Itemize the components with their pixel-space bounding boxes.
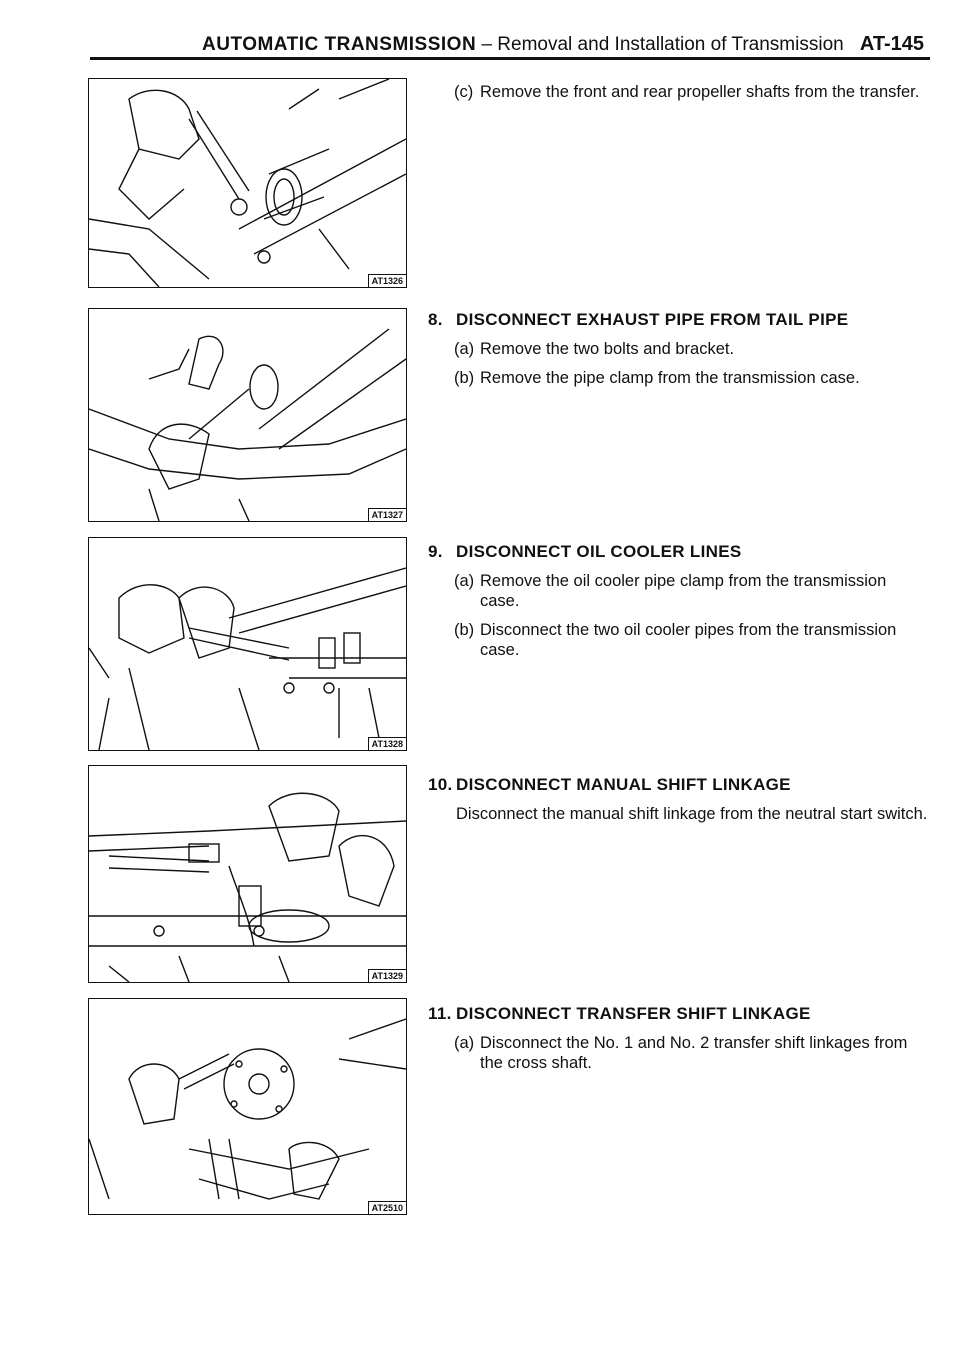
figure-propeller-shaft: AT1326 <box>88 78 407 288</box>
step-heading: 9. DISCONNECT OIL COOLER LINES <box>428 542 928 562</box>
step-9a: (a) Remove the oil cooler pipe clamp fro… <box>428 571 928 611</box>
step-heading: 8. DISCONNECT EXHAUST PIPE FROM TAIL PIPE <box>428 310 928 330</box>
figure-transfer-shift-linkage: AT2510 <box>88 998 407 1215</box>
figure-exhaust-bracket: AT1327 <box>88 308 407 522</box>
figure-manual-shift-linkage: AT1329 <box>88 765 407 983</box>
sub-label: (a) <box>454 1034 475 1052</box>
sub-label: (b) <box>454 621 475 639</box>
figure-code: AT1329 <box>367 969 406 982</box>
sub-label: (a) <box>454 572 475 590</box>
step-9b: (b) Disconnect the two oil cooler pipes … <box>428 620 928 660</box>
sub-text: Disconnect the two oil cooler pipes from… <box>480 621 897 659</box>
transfer-shift-linkage-illustration <box>89 1018 406 1200</box>
section-title: AUTOMATIC TRANSMISSION – Removal and Ins… <box>202 34 844 56</box>
step-number: 8. <box>428 310 443 329</box>
sub-label: (a) <box>454 340 475 358</box>
step-c: (c) Remove the front and rear propeller … <box>428 82 928 102</box>
step-heading: 11.DISCONNECT TRANSFER SHIFT LINKAGE <box>428 1004 928 1024</box>
step-11a: (a) Disconnect the No. 1 and No. 2 trans… <box>428 1033 928 1073</box>
step-10: 10.DISCONNECT MANUAL SHIFT LINKAGE Disco… <box>428 775 928 824</box>
step-heading: 10.DISCONNECT MANUAL SHIFT LINKAGE <box>428 775 928 795</box>
step-title: DISCONNECT OIL COOLER LINES <box>456 542 742 561</box>
step-c-item: (c) Remove the front and rear propeller … <box>428 82 928 102</box>
figure-code: AT1327 <box>367 508 406 521</box>
section-title-main: AUTOMATIC TRANSMISSION <box>202 34 477 55</box>
page-number: AT-145 <box>859 33 924 55</box>
step-9: 9. DISCONNECT OIL COOLER LINES (a) Remove… <box>428 542 928 660</box>
step-8a: (a) Remove the two bolts and bracket. <box>428 339 928 359</box>
step-number: 10. <box>428 775 453 794</box>
wrench-on-propeller-shaft-illustration <box>89 79 406 287</box>
step-10-text: Disconnect the manual shift linkage from… <box>456 805 928 823</box>
figure-code: AT2510 <box>367 1201 406 1214</box>
sub-text: Disconnect the No. 1 and No. 2 transfer … <box>480 1034 908 1072</box>
figure-code: AT1328 <box>367 737 406 750</box>
figure-oil-cooler-lines: AT1328 <box>88 537 407 751</box>
figure-code: AT1326 <box>367 274 406 287</box>
sub-text: Remove the two bolts and bracket. <box>480 340 735 358</box>
page-header: AUTOMATIC TRANSMISSION – Removal and Ins… <box>90 30 930 60</box>
header-rule <box>90 57 930 60</box>
sub-text: Remove the front and rear propeller shaf… <box>480 83 920 101</box>
shift-linkage-illustration <box>89 792 406 982</box>
exhaust-bracket-illustration <box>89 328 406 521</box>
sub-text: Remove the pipe clamp from the transmiss… <box>480 369 860 387</box>
section-title-sub: – Removal and Installation of Transmissi… <box>476 34 844 55</box>
step-number: 9. <box>428 542 443 561</box>
sub-label: (b) <box>454 369 475 387</box>
step-8b: (b) Remove the pipe clamp from the trans… <box>428 368 928 388</box>
step-8: 8. DISCONNECT EXHAUST PIPE FROM TAIL PIPE… <box>428 310 928 388</box>
step-title: DISCONNECT MANUAL SHIFT LINKAGE <box>456 775 791 794</box>
sub-text: Remove the oil cooler pipe clamp from th… <box>480 572 887 610</box>
step-11: 11.DISCONNECT TRANSFER SHIFT LINKAGE (a)… <box>428 1004 928 1073</box>
step-title: DISCONNECT TRANSFER SHIFT LINKAGE <box>456 1004 811 1023</box>
oil-cooler-line-wrench-illustration <box>89 567 406 750</box>
sub-label: (c) <box>454 83 474 101</box>
step-title: DISCONNECT EXHAUST PIPE FROM TAIL PIPE <box>456 310 849 329</box>
step-number: 11. <box>428 1004 452 1023</box>
